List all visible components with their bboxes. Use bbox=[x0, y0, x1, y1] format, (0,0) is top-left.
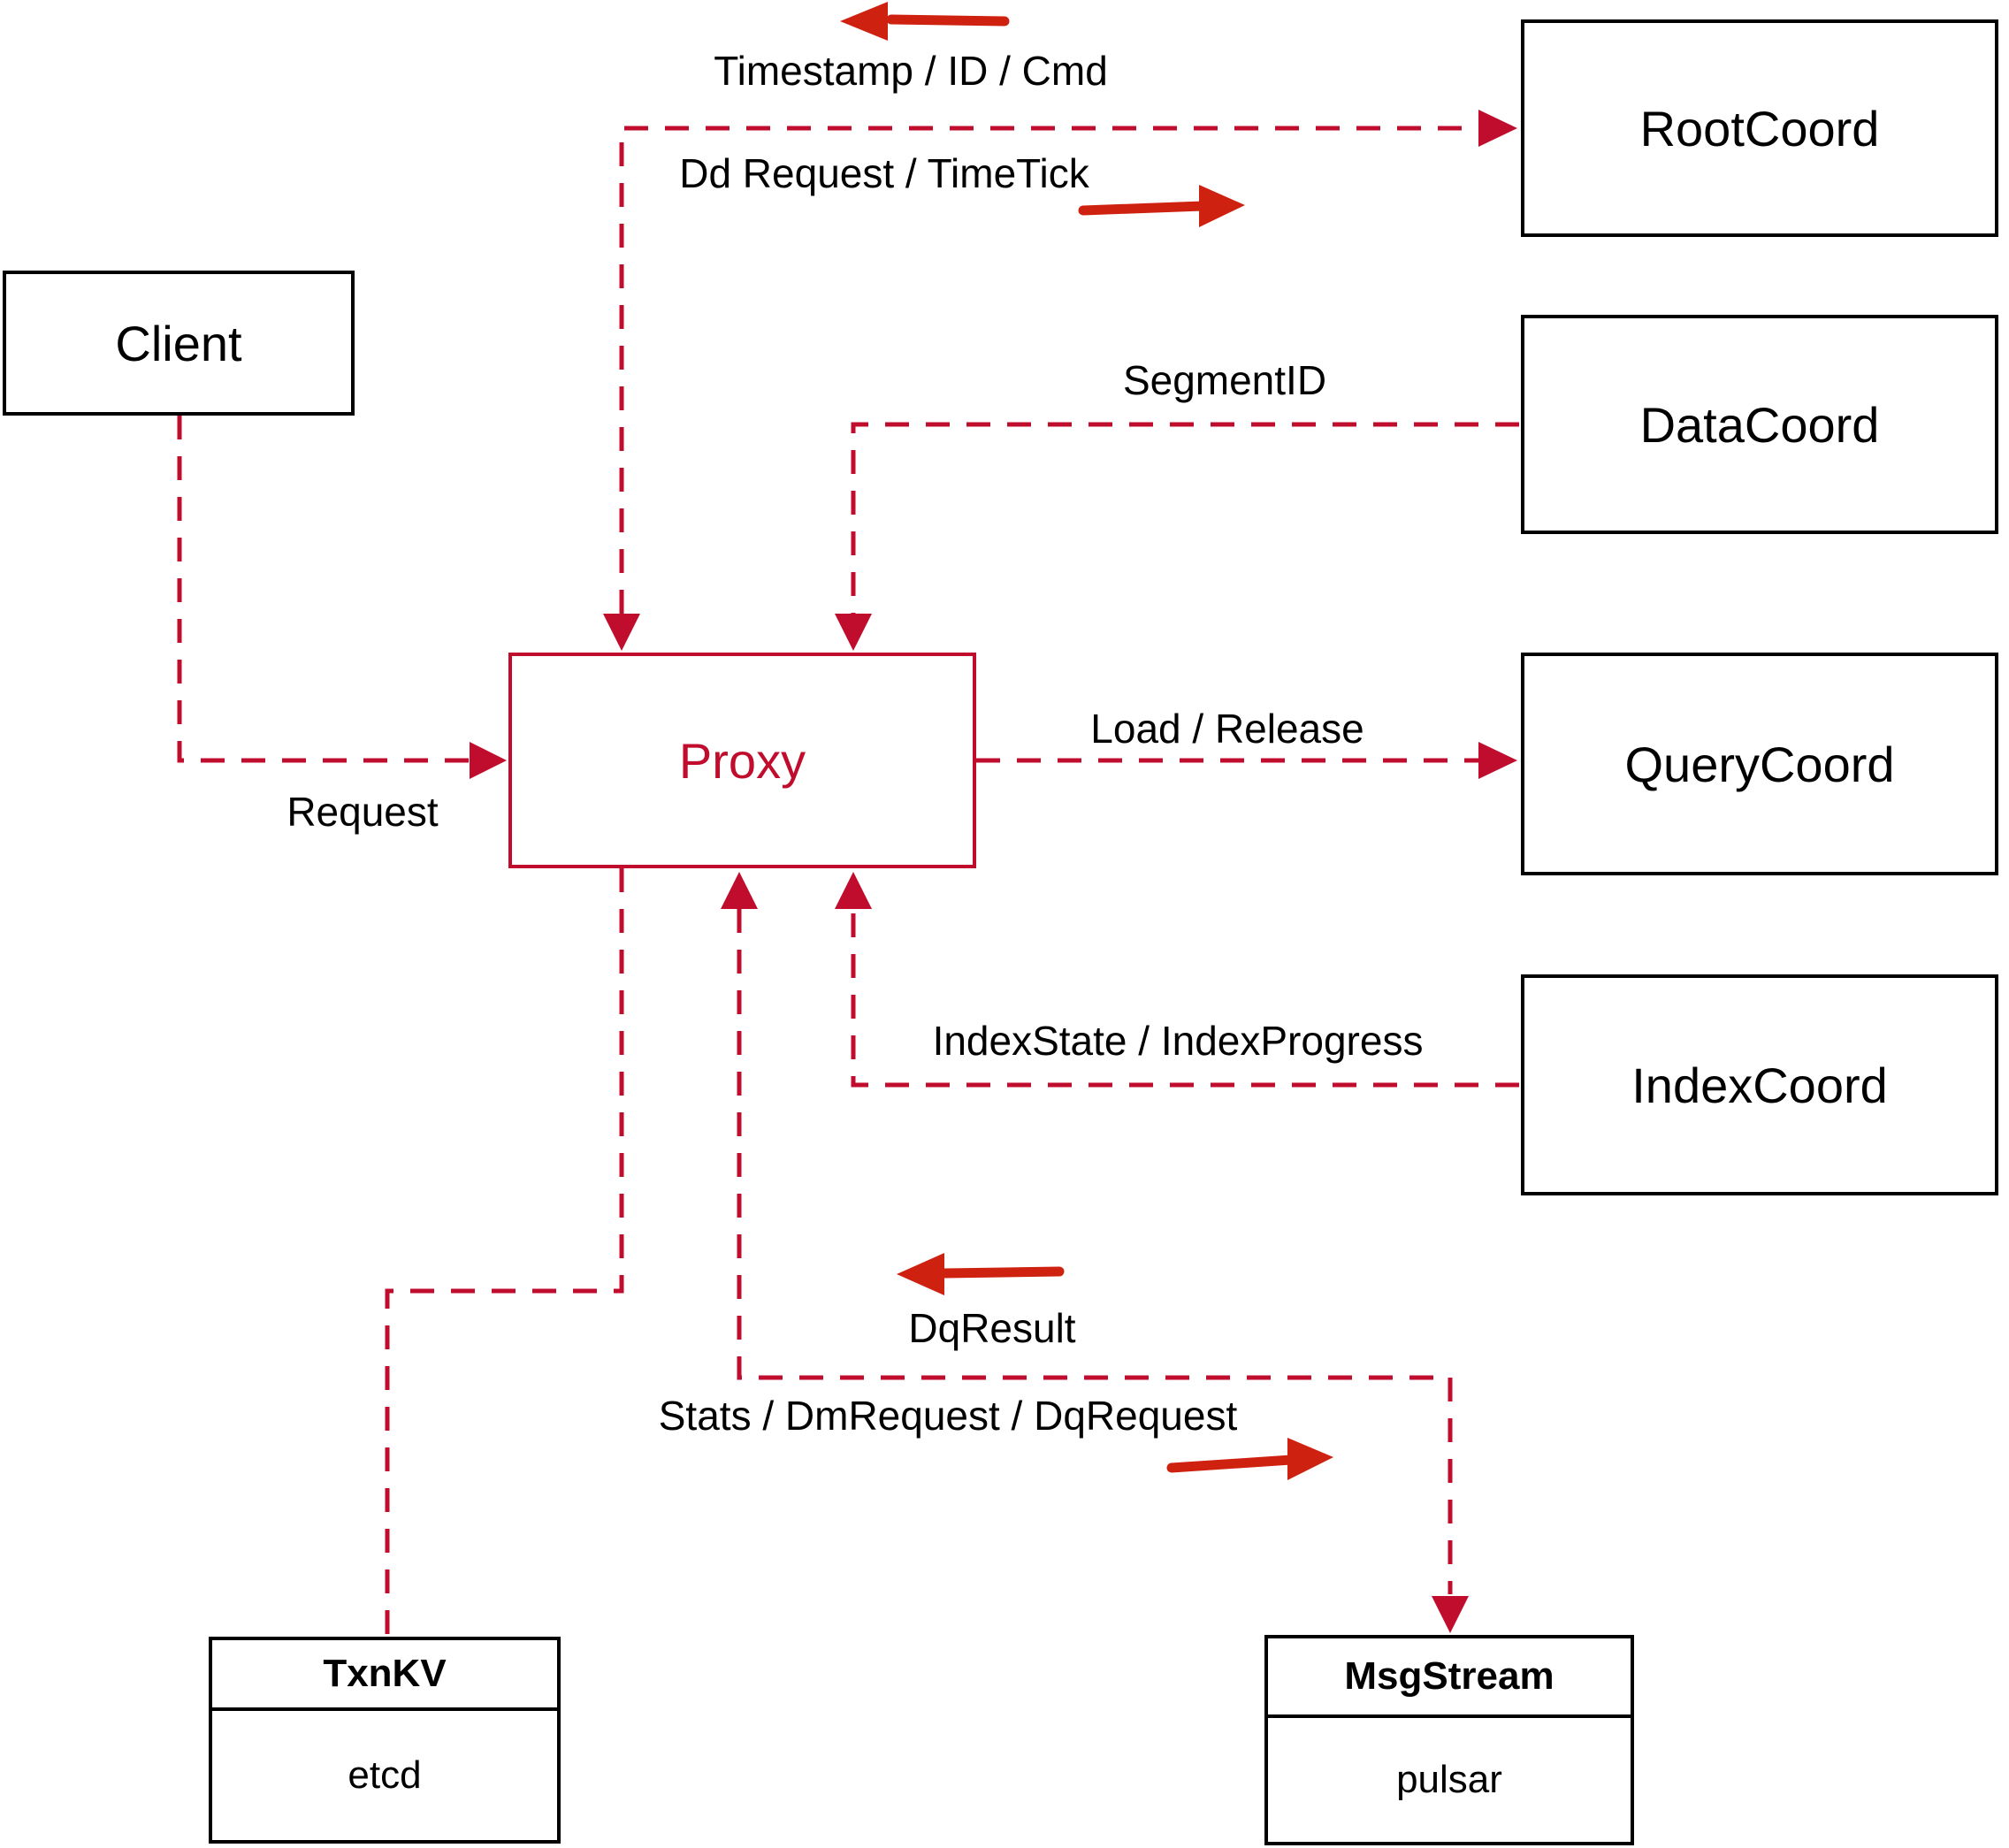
node-indexcoord: IndexCoord bbox=[1521, 974, 1998, 1195]
arrowhead-into-proxy-bottom-right bbox=[835, 872, 872, 909]
edge-label-request: Request bbox=[286, 789, 439, 835]
flow-arrow-dqresult-shaft bbox=[939, 1266, 1065, 1279]
edge-proxy-to-txnkv bbox=[385, 868, 624, 1635]
node-client: Client bbox=[3, 271, 355, 416]
node-msgstream-title: MsgStream bbox=[1268, 1638, 1631, 1718]
flow-arrow-stats-shaft bbox=[1166, 1455, 1296, 1473]
flow-arrow-timestamp-shaft bbox=[886, 14, 1010, 27]
edge-label-load-release: Load / Release bbox=[1090, 706, 1364, 752]
arrowhead-into-proxy-top-left bbox=[603, 614, 640, 651]
arrowhead-into-proxy-left bbox=[470, 742, 507, 779]
edge-label-dd-request-timetick: Dd Request / TimeTick bbox=[679, 150, 1089, 196]
edge-proxy-msgstream bbox=[737, 909, 1453, 1594]
node-proxy: Proxy bbox=[508, 653, 976, 868]
flow-arrow-dqresult-head bbox=[897, 1253, 944, 1295]
node-msgstream-subtitle: pulsar bbox=[1396, 1758, 1502, 1801]
node-indexcoord-label: IndexCoord bbox=[1631, 1057, 1888, 1113]
arrowhead-into-msgstream bbox=[1432, 1596, 1469, 1633]
edge-label-segmentid: SegmentID bbox=[1122, 357, 1327, 403]
node-client-label: Client bbox=[115, 315, 242, 371]
node-proxy-label: Proxy bbox=[678, 732, 806, 789]
node-rootcoord: RootCoord bbox=[1521, 19, 1998, 237]
edge-datacoord-to-proxy bbox=[851, 422, 1519, 614]
edge-client-to-proxy bbox=[177, 416, 485, 763]
node-datacoord: DataCoord bbox=[1521, 315, 1998, 534]
edge-label-stats-dmrequest-dqrequest: Stats / DmRequest / DqRequest bbox=[658, 1393, 1238, 1439]
flow-arrow-timestamp-head bbox=[840, 2, 888, 41]
flow-arrow-ddrequest-head bbox=[1199, 185, 1245, 227]
arrowhead-into-proxy-bottom-mid bbox=[721, 872, 758, 909]
node-msgstream: MsgStream pulsar bbox=[1264, 1635, 1634, 1845]
node-txnkv-title: TxnKV bbox=[212, 1640, 557, 1711]
edge-label-timestamp-id-cmd: Timestamp / ID / Cmd bbox=[714, 48, 1108, 94]
node-querycoord-label: QueryCoord bbox=[1624, 736, 1895, 792]
node-rootcoord-label: RootCoord bbox=[1639, 100, 1880, 157]
node-txnkv: TxnKV etcd bbox=[209, 1637, 561, 1844]
edge-label-indexstate-indexprogress: IndexState / IndexProgress bbox=[932, 1018, 1424, 1064]
node-txnkv-subtitle: etcd bbox=[348, 1753, 422, 1797]
arrowhead-into-rootcoord bbox=[1478, 110, 1517, 147]
edge-label-dqresult: DqResult bbox=[908, 1305, 1076, 1351]
node-querycoord: QueryCoord bbox=[1521, 653, 1998, 875]
flow-arrow-ddrequest-shaft bbox=[1078, 201, 1208, 216]
flow-arrow-stats-head bbox=[1287, 1438, 1333, 1480]
node-datacoord-label: DataCoord bbox=[1639, 396, 1880, 453]
arrowhead-into-proxy-top-right bbox=[835, 614, 872, 651]
edge-proxy-rootcoord bbox=[619, 126, 1478, 614]
arrowhead-into-querycoord bbox=[1478, 742, 1517, 779]
edge-indexcoord-to-proxy bbox=[851, 909, 1519, 1088]
